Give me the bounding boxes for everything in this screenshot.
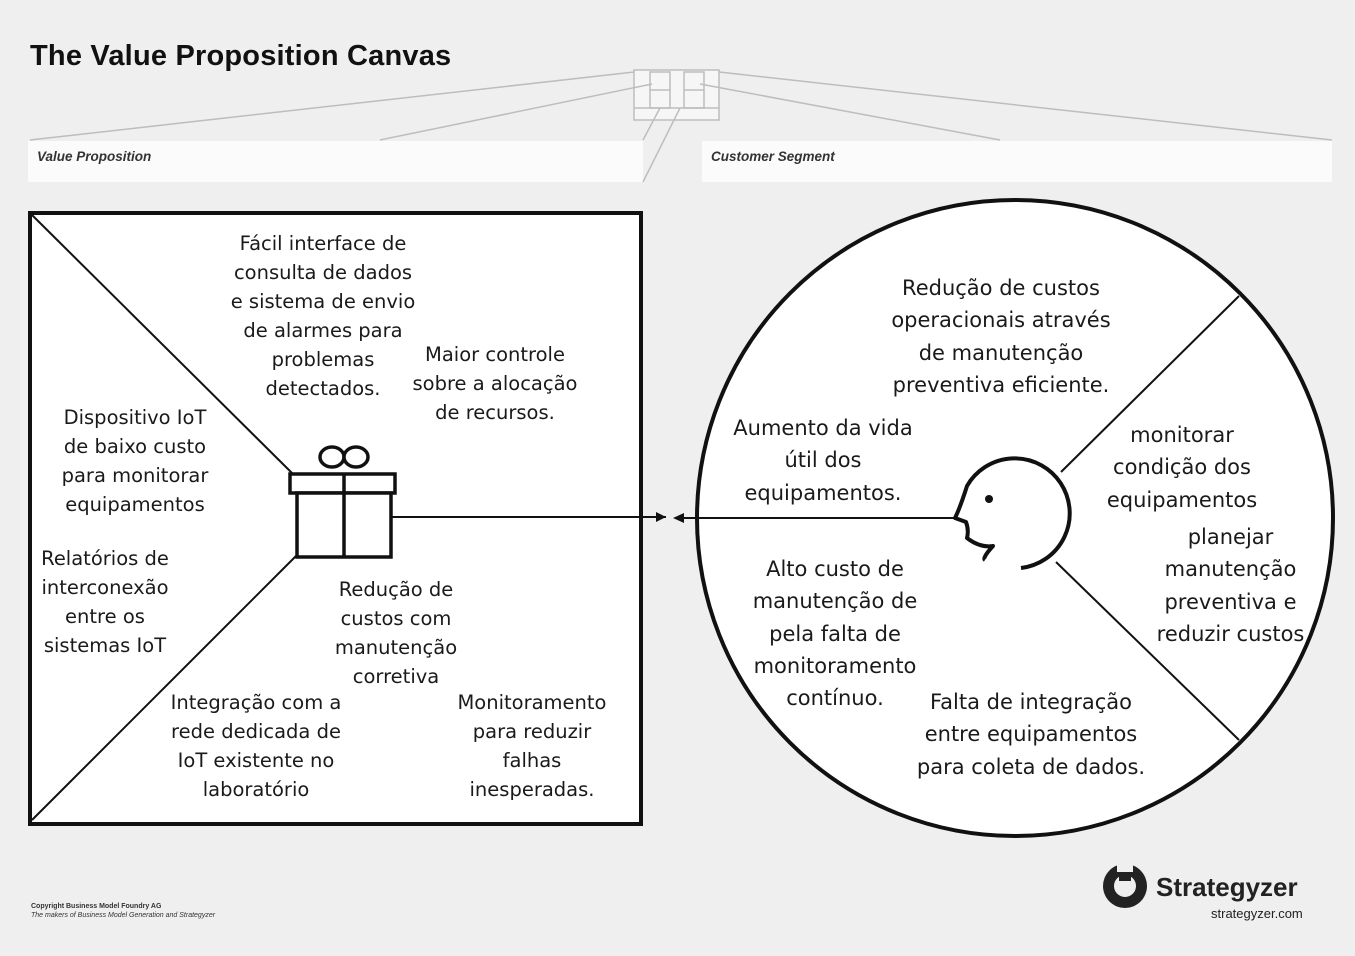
gain-creator-note: Fácil interface de consulta de dados e s… — [230, 232, 416, 400]
product-service-note: Integração com a rede dedicada de IoT ex… — [170, 691, 342, 801]
pain-note: Falta de integração entre equipamentos p… — [916, 690, 1146, 779]
pain-note: Alto custo de manutenção de pela falta d… — [752, 557, 918, 711]
customer-job-note: planejar manutenção preventiva e reduzir… — [1156, 525, 1305, 646]
value-proposition-label: Value Proposition — [37, 149, 152, 164]
gain-note: Aumento da vida útil dos equipamentos. — [733, 416, 913, 505]
strategyzer-logo-icon — [1103, 864, 1147, 908]
footer-copyright: Copyright Business Model Foundry AG — [31, 903, 162, 910]
product-service-note: Relatórios de interconexão entre os sist… — [41, 547, 169, 657]
canvas-thumbnail-icon — [29, 69, 1333, 183]
customer-segment-header — [702, 141, 1332, 182]
customer-segment-label: Customer Segment — [711, 149, 835, 164]
gain-note: Redução de custos operacionais através d… — [891, 276, 1111, 397]
pain-reliever-note: Redução de custos com manutenção correti… — [334, 578, 458, 688]
pain-reliever-note: Monitoramento para reduzir falhas inespe… — [457, 691, 607, 801]
page-title: The Value Proposition Canvas — [30, 40, 452, 72]
footer-makers: The makers of Business Model Generation … — [31, 912, 216, 919]
face-icon — [953, 456, 1072, 570]
customer-job-note: monitorar condição dos equipamentos — [1106, 423, 1258, 512]
gain-creator-note: Maior controle sobre a alocação de recur… — [412, 343, 578, 424]
brand-name: Strategyzer — [1156, 872, 1298, 902]
brand-url: strategyzer.com — [1211, 906, 1303, 921]
gift-icon — [288, 445, 397, 559]
product-service-note: Dispositivo IoT de baixo custo para moni… — [61, 406, 209, 516]
value-proposition-header — [28, 141, 643, 182]
